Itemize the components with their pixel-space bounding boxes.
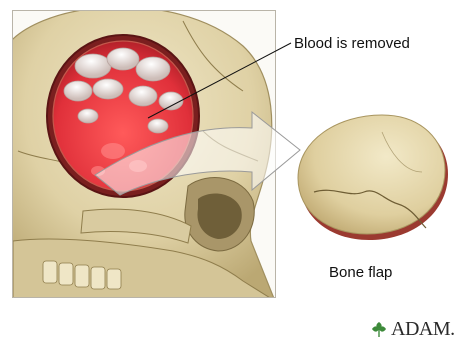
bone-flap-svg <box>294 112 454 247</box>
bone-flap-surface <box>298 115 445 234</box>
leaf-logo-icon <box>370 320 388 338</box>
skull-illustration-panel <box>12 10 276 298</box>
skull-illustration <box>13 11 275 297</box>
bone-flap-illustration <box>294 112 454 247</box>
adam-logo: ADAM. <box>370 318 455 340</box>
adam-logo-text: ADAM. <box>391 318 455 341</box>
blood-removed-label: Blood is removed <box>294 35 410 52</box>
bone-flap-label: Bone flap <box>329 264 392 281</box>
